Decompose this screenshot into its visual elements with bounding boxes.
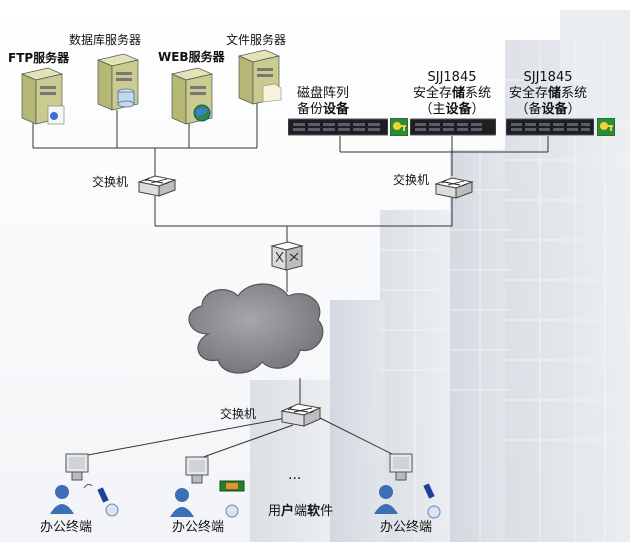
primary-storage-rack-icon <box>410 118 496 136</box>
bottom-switch-label: 交换机 <box>220 407 257 421</box>
primary-storage-label: SJJ1845 安全存储系统 （主设备） <box>412 70 492 117</box>
disk-array-label: 磁盘阵列 备份设备 <box>297 86 350 117</box>
office-terminal-3-label: 办公终端 <box>380 520 433 535</box>
disk-array-rack-icon <box>288 118 388 136</box>
office-terminal-2-icon <box>170 456 245 518</box>
database-server-label: 数据库服务器 <box>69 33 142 47</box>
key-badge-icon <box>597 118 615 136</box>
office-terminal-1-icon <box>50 453 119 517</box>
office-terminal-1-label: 办公终端 <box>40 520 93 535</box>
ftp-server-icon <box>20 67 65 125</box>
database-server-icon <box>96 53 140 111</box>
backup-storage-rack-icon <box>506 118 594 136</box>
office-terminal-3-icon <box>374 453 441 519</box>
left-switch-icon <box>137 175 177 197</box>
backup-storage-label: SJJ1845 安全存储系统 （备设备） <box>508 70 588 117</box>
right-switch-label: 交换机 <box>393 173 430 187</box>
network-cloud-icon <box>188 283 324 374</box>
web-server-icon <box>170 67 214 125</box>
key-badge-icon <box>390 118 408 136</box>
right-switch-icon <box>434 177 474 199</box>
office-terminal-2-label: 办公终端 <box>172 520 225 535</box>
web-server-label: WEB服务器 <box>158 50 225 64</box>
file-server-icon <box>237 49 282 105</box>
file-server-label: 文件服务器 <box>226 33 287 47</box>
ftp-server-label: FTP服务器 <box>8 51 70 65</box>
bottom-switch-icon <box>280 403 322 427</box>
left-switch-label: 交换机 <box>92 175 129 189</box>
core-router-icon <box>270 241 304 271</box>
client-software-label: 用户端软件 <box>268 504 334 519</box>
more-terminals-ellipsis: ... <box>288 467 302 483</box>
